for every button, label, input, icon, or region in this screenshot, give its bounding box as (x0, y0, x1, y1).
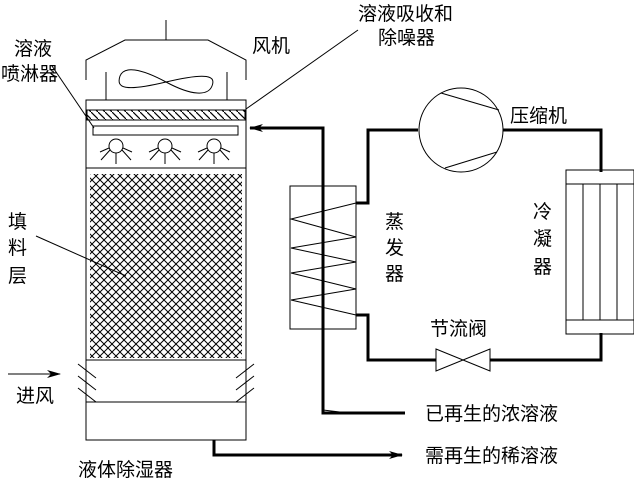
spray-nozzle-icon (197, 138, 231, 164)
condenser-label-2: 凝 (533, 228, 552, 250)
evaporator-label-2: 发 (385, 237, 404, 259)
packing-layer (90, 174, 242, 358)
regenerated-solution-label: 已再生的浓溶液 (425, 403, 558, 425)
condenser-label-1: 冷 (533, 201, 552, 223)
fan-icon (118, 69, 214, 94)
dilute-solution-pipe (212, 440, 403, 459)
refrigerant-line (490, 333, 603, 362)
evaporator-label-1: 蒸 (385, 211, 404, 233)
fan-housing (85, 20, 247, 100)
air-inlet-label: 进风 (16, 385, 54, 407)
louver-icon (77, 363, 255, 403)
packing-leader (35, 235, 127, 277)
evaporator (289, 185, 357, 330)
dehumidifier-label: 液体除湿器 (78, 459, 173, 481)
refrigerant-line (480, 128, 603, 172)
compressor-label: 压缩机 (510, 105, 567, 127)
condenser (565, 169, 634, 335)
compressor-icon (418, 87, 504, 173)
packing-label-1: 填 (8, 211, 27, 233)
condenser-label-3: 器 (533, 256, 552, 278)
valve-icon (435, 348, 491, 372)
refrigerant-line (356, 128, 418, 205)
absorber-label-1: 溶液吸收和 (358, 3, 453, 25)
sprayer-label-1: 溶液 (14, 38, 52, 60)
refrigerant-line (356, 313, 436, 362)
pipe-arrow-tip (322, 409, 349, 414)
mist-eliminator (86, 109, 246, 121)
fan-label: 风机 (252, 35, 290, 57)
concentrated-solution-pipe (249, 124, 405, 415)
packing-label-3: 层 (8, 265, 27, 287)
evaporator-label-3: 器 (385, 263, 404, 285)
spray-header (92, 125, 239, 136)
throttle-valve-label: 节流阀 (430, 318, 487, 340)
packing-label-2: 料 (8, 237, 27, 259)
spray-nozzle-icon (148, 138, 182, 164)
coil-icon (289, 202, 357, 316)
absorber-label-2: 除噪器 (378, 27, 435, 49)
dilute-solution-label: 需再生的稀溶液 (425, 445, 558, 467)
spray-nozzle-icon (99, 138, 133, 164)
dehumidifier-tower (85, 99, 247, 441)
absorber-leader (245, 29, 359, 110)
sprayer-label-2: 喷淋器 (1, 63, 58, 85)
sprayer-leader (51, 65, 95, 129)
